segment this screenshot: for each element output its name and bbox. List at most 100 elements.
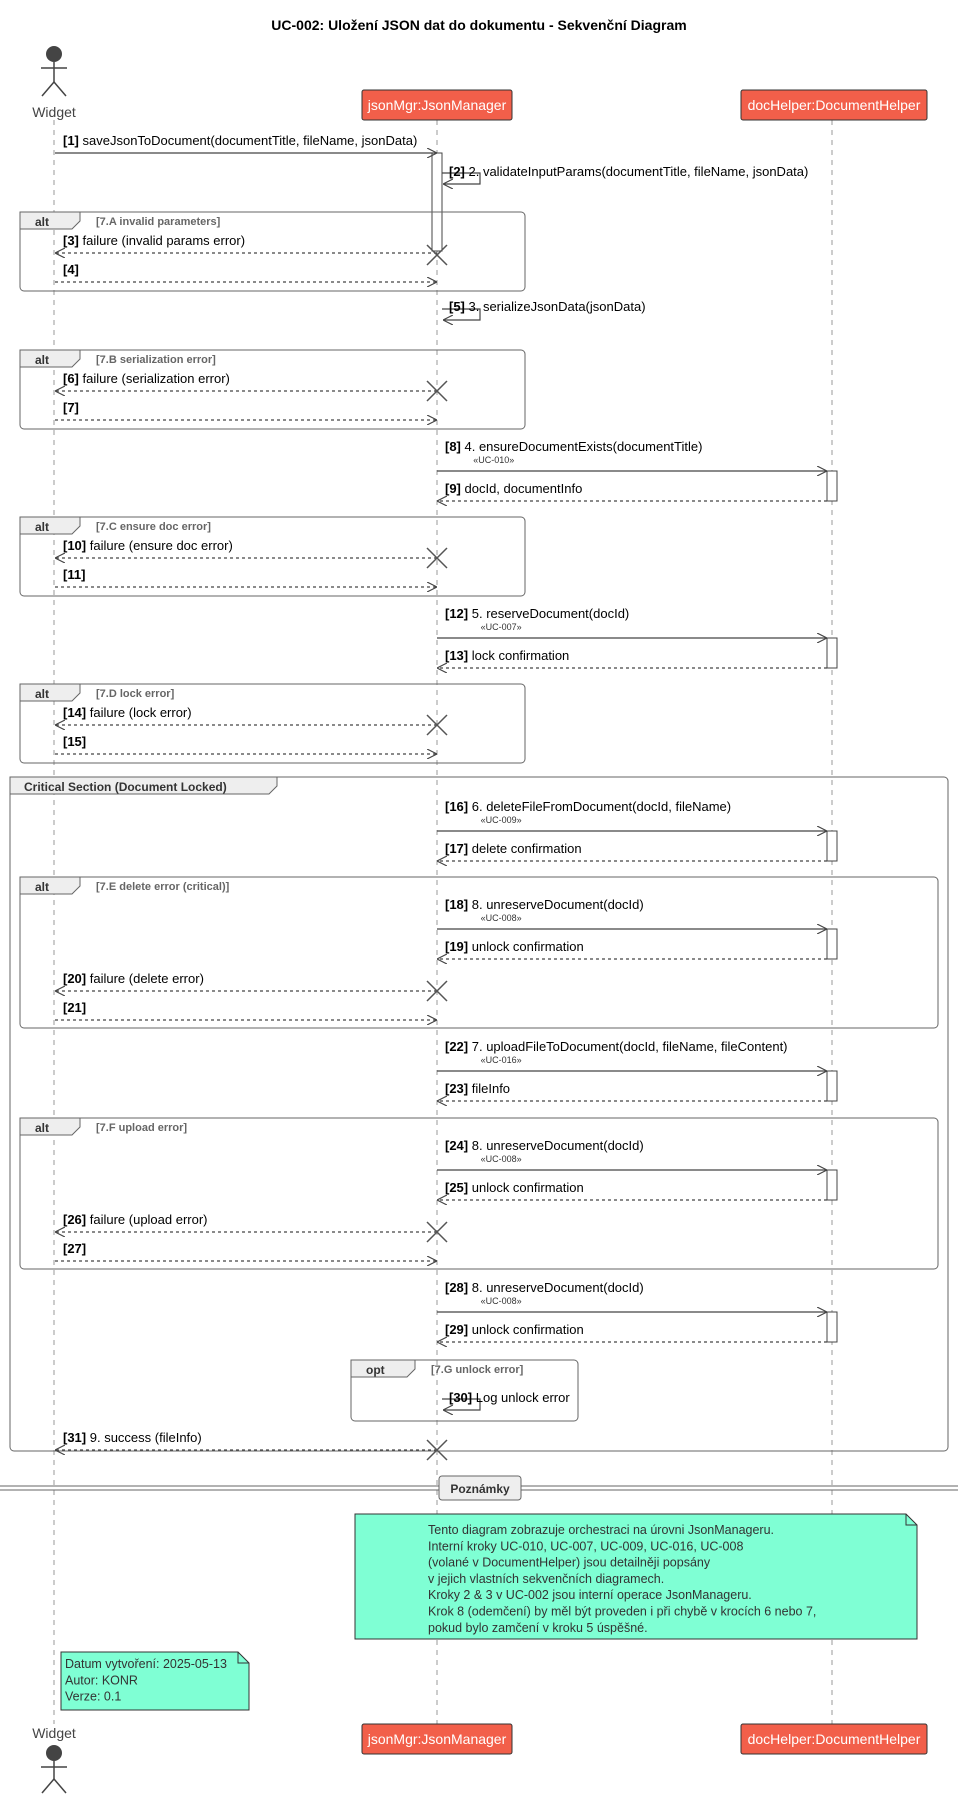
- destroy-x-icon: [426, 714, 448, 736]
- message-number: [23]: [445, 1081, 468, 1096]
- message-text: unlock confirmation: [468, 1322, 584, 1337]
- message-number: [9]: [445, 481, 461, 496]
- message-number: [13]: [445, 648, 468, 663]
- actor-leg-left: [41, 81, 55, 97]
- message: [18] 8. unreserveDocument(docId)«UC-008»: [437, 897, 826, 929]
- group-critical-section: Critical Section (Document Locked): [9, 776, 949, 1452]
- message: [22] 7. uploadFileToDocument(docId, file…: [437, 1039, 826, 1071]
- note-line: Autor: KONR: [65, 1673, 138, 1687]
- message-number: [15]: [63, 734, 86, 749]
- message-text: 6. deleteFileFromDocument(docId, fileNam…: [468, 799, 731, 814]
- fragment-guard: [7.A invalid parameters]: [96, 216, 221, 228]
- fragment-guard: [7.C ensure doc error]: [96, 521, 211, 533]
- message: [10] failure (ensure doc error): [56, 538, 437, 558]
- message-stereotype: «UC-008»: [481, 1296, 522, 1306]
- destroy-x-icon: [426, 547, 448, 569]
- message-text: 4. ensureDocumentExists(documentTitle): [461, 439, 703, 454]
- message-number: [5]: [449, 299, 465, 314]
- message: [25] unlock confirmation: [438, 1180, 827, 1200]
- message-text: lock confirmation: [468, 648, 569, 663]
- doc-helper-participant-top: docHelper:DocumentHelper: [740, 89, 928, 121]
- message-label: [10] failure (ensure doc error): [63, 538, 233, 553]
- fragment-opt-unlock-error: opt [7.G unlock error]: [350, 1359, 579, 1422]
- message-label: [2] 2. validateInputParams(documentTitle…: [449, 164, 808, 179]
- fragment-alt-serialization: alt [7.B serialization error]: [19, 349, 526, 430]
- message-label: [14] failure (lock error): [63, 705, 192, 720]
- message-label: [4]: [63, 262, 79, 277]
- fragment-keyword: alt: [35, 520, 49, 534]
- message-text: delete confirmation: [468, 841, 581, 856]
- message-text: failure (ensure doc error): [86, 538, 233, 553]
- note-line: Krok 8 (odemčení) by měl být proveden i …: [428, 1605, 816, 1619]
- note-line: v jejich vlastních sekvenčních diagramec…: [428, 1572, 664, 1586]
- self-message-arrow: [442, 1398, 481, 1410]
- message-text: 9. success (fileInfo): [86, 1430, 202, 1445]
- actor-leg-left: [41, 1778, 55, 1794]
- message-label: [29] unlock confirmation: [445, 1322, 584, 1337]
- message-number: [21]: [63, 1000, 86, 1015]
- widget-actor-bottom: Widget: [32, 1725, 76, 1794]
- message-label: [30] Log unlock error: [449, 1390, 570, 1405]
- message: [1] saveJsonToDocument(documentTitle, fi…: [55, 133, 436, 153]
- message: [13] lock confirmation: [438, 648, 827, 668]
- fragment-keyword: alt: [35, 687, 49, 701]
- message-text: unlock confirmation: [468, 939, 584, 954]
- message-number: [29]: [445, 1322, 468, 1337]
- message: [31] 9. success (fileInfo): [56, 1430, 437, 1450]
- message: [5] 3. serializeJsonData(jsonData): [442, 299, 646, 320]
- message-text: Log unlock error: [472, 1390, 570, 1405]
- activation-bar: [431, 152, 443, 252]
- message-stereotype: «UC-010»: [473, 455, 514, 465]
- message-label: [18] 8. unreserveDocument(docId): [445, 897, 644, 912]
- message-number: [8]: [445, 439, 461, 454]
- actor-head-icon: [46, 46, 62, 62]
- message-label: [21]: [63, 1000, 86, 1015]
- message-text: saveJsonToDocument(documentTitle, fileNa…: [79, 133, 417, 148]
- message-label: [31] 9. success (fileInfo): [63, 1430, 202, 1445]
- message-number: [20]: [63, 971, 86, 986]
- group-label: Critical Section (Document Locked): [24, 780, 227, 794]
- doc-activations: [826, 470, 838, 1343]
- fragment-guard: [7.G unlock error]: [431, 1364, 524, 1376]
- widget-label-top: Widget: [32, 104, 76, 120]
- destroy-x-icon: [426, 1221, 448, 1243]
- message-number: [22]: [445, 1039, 468, 1054]
- message-label: [25] unlock confirmation: [445, 1180, 584, 1195]
- message-text: 8. unreserveDocument(docId): [468, 897, 644, 912]
- message-number: [19]: [445, 939, 468, 954]
- message-label: [11]: [63, 567, 85, 582]
- message-text: 3. serializeJsonData(jsonData): [465, 299, 646, 314]
- message-label: [8] 4. ensureDocumentExists(documentTitl…: [445, 439, 702, 454]
- message: [11]: [55, 567, 436, 587]
- message-text: failure (lock error): [86, 705, 191, 720]
- fragment-alt-upload-error: alt [7.F upload error]: [19, 1117, 939, 1270]
- message-number: [7]: [63, 400, 79, 415]
- message-number: [28]: [445, 1280, 468, 1295]
- main-note-text: Tento diagram zobrazuje orchestraci na ú…: [428, 1523, 816, 1635]
- message-number: [4]: [63, 262, 79, 277]
- message-label: [28] 8. unreserveDocument(docId): [445, 1280, 644, 1295]
- note-line: pokud bylo zamčení v kroku 5 úspěšné.: [428, 1621, 648, 1635]
- destruction-marks: [426, 244, 448, 1461]
- message: [6] failure (serialization error): [56, 371, 437, 391]
- widget-label-bottom: Widget: [32, 1725, 76, 1741]
- fragment-keyword: alt: [35, 1121, 49, 1135]
- message-number: [2]: [449, 164, 465, 179]
- note-line: Tento diagram zobrazuje orchestraci na ú…: [428, 1523, 774, 1537]
- json-manager-participant-bottom: jsonMgr:JsonManager: [361, 1723, 513, 1755]
- message-text: unlock confirmation: [468, 1180, 584, 1195]
- message-number: [25]: [445, 1180, 468, 1195]
- fragment-keyword: alt: [35, 880, 49, 894]
- fragment-alt-delete-error: alt [7.E delete error (critical)]: [19, 876, 939, 1029]
- message-number: [31]: [63, 1430, 86, 1445]
- message-stereotype: «UC-016»: [481, 1055, 522, 1065]
- actor-leg-right: [53, 1778, 67, 1794]
- message-label: [5] 3. serializeJsonData(jsonData): [449, 299, 646, 314]
- message-stereotype: «UC-008»: [481, 913, 522, 923]
- message-label: [26] failure (upload error): [63, 1212, 208, 1227]
- message-label: [23] fileInfo: [445, 1081, 510, 1096]
- message-number: [1]: [63, 133, 79, 148]
- fragment-guard: [7.B serialization error]: [96, 354, 216, 366]
- message: [2] 2. validateInputParams(documentTitle…: [442, 164, 808, 184]
